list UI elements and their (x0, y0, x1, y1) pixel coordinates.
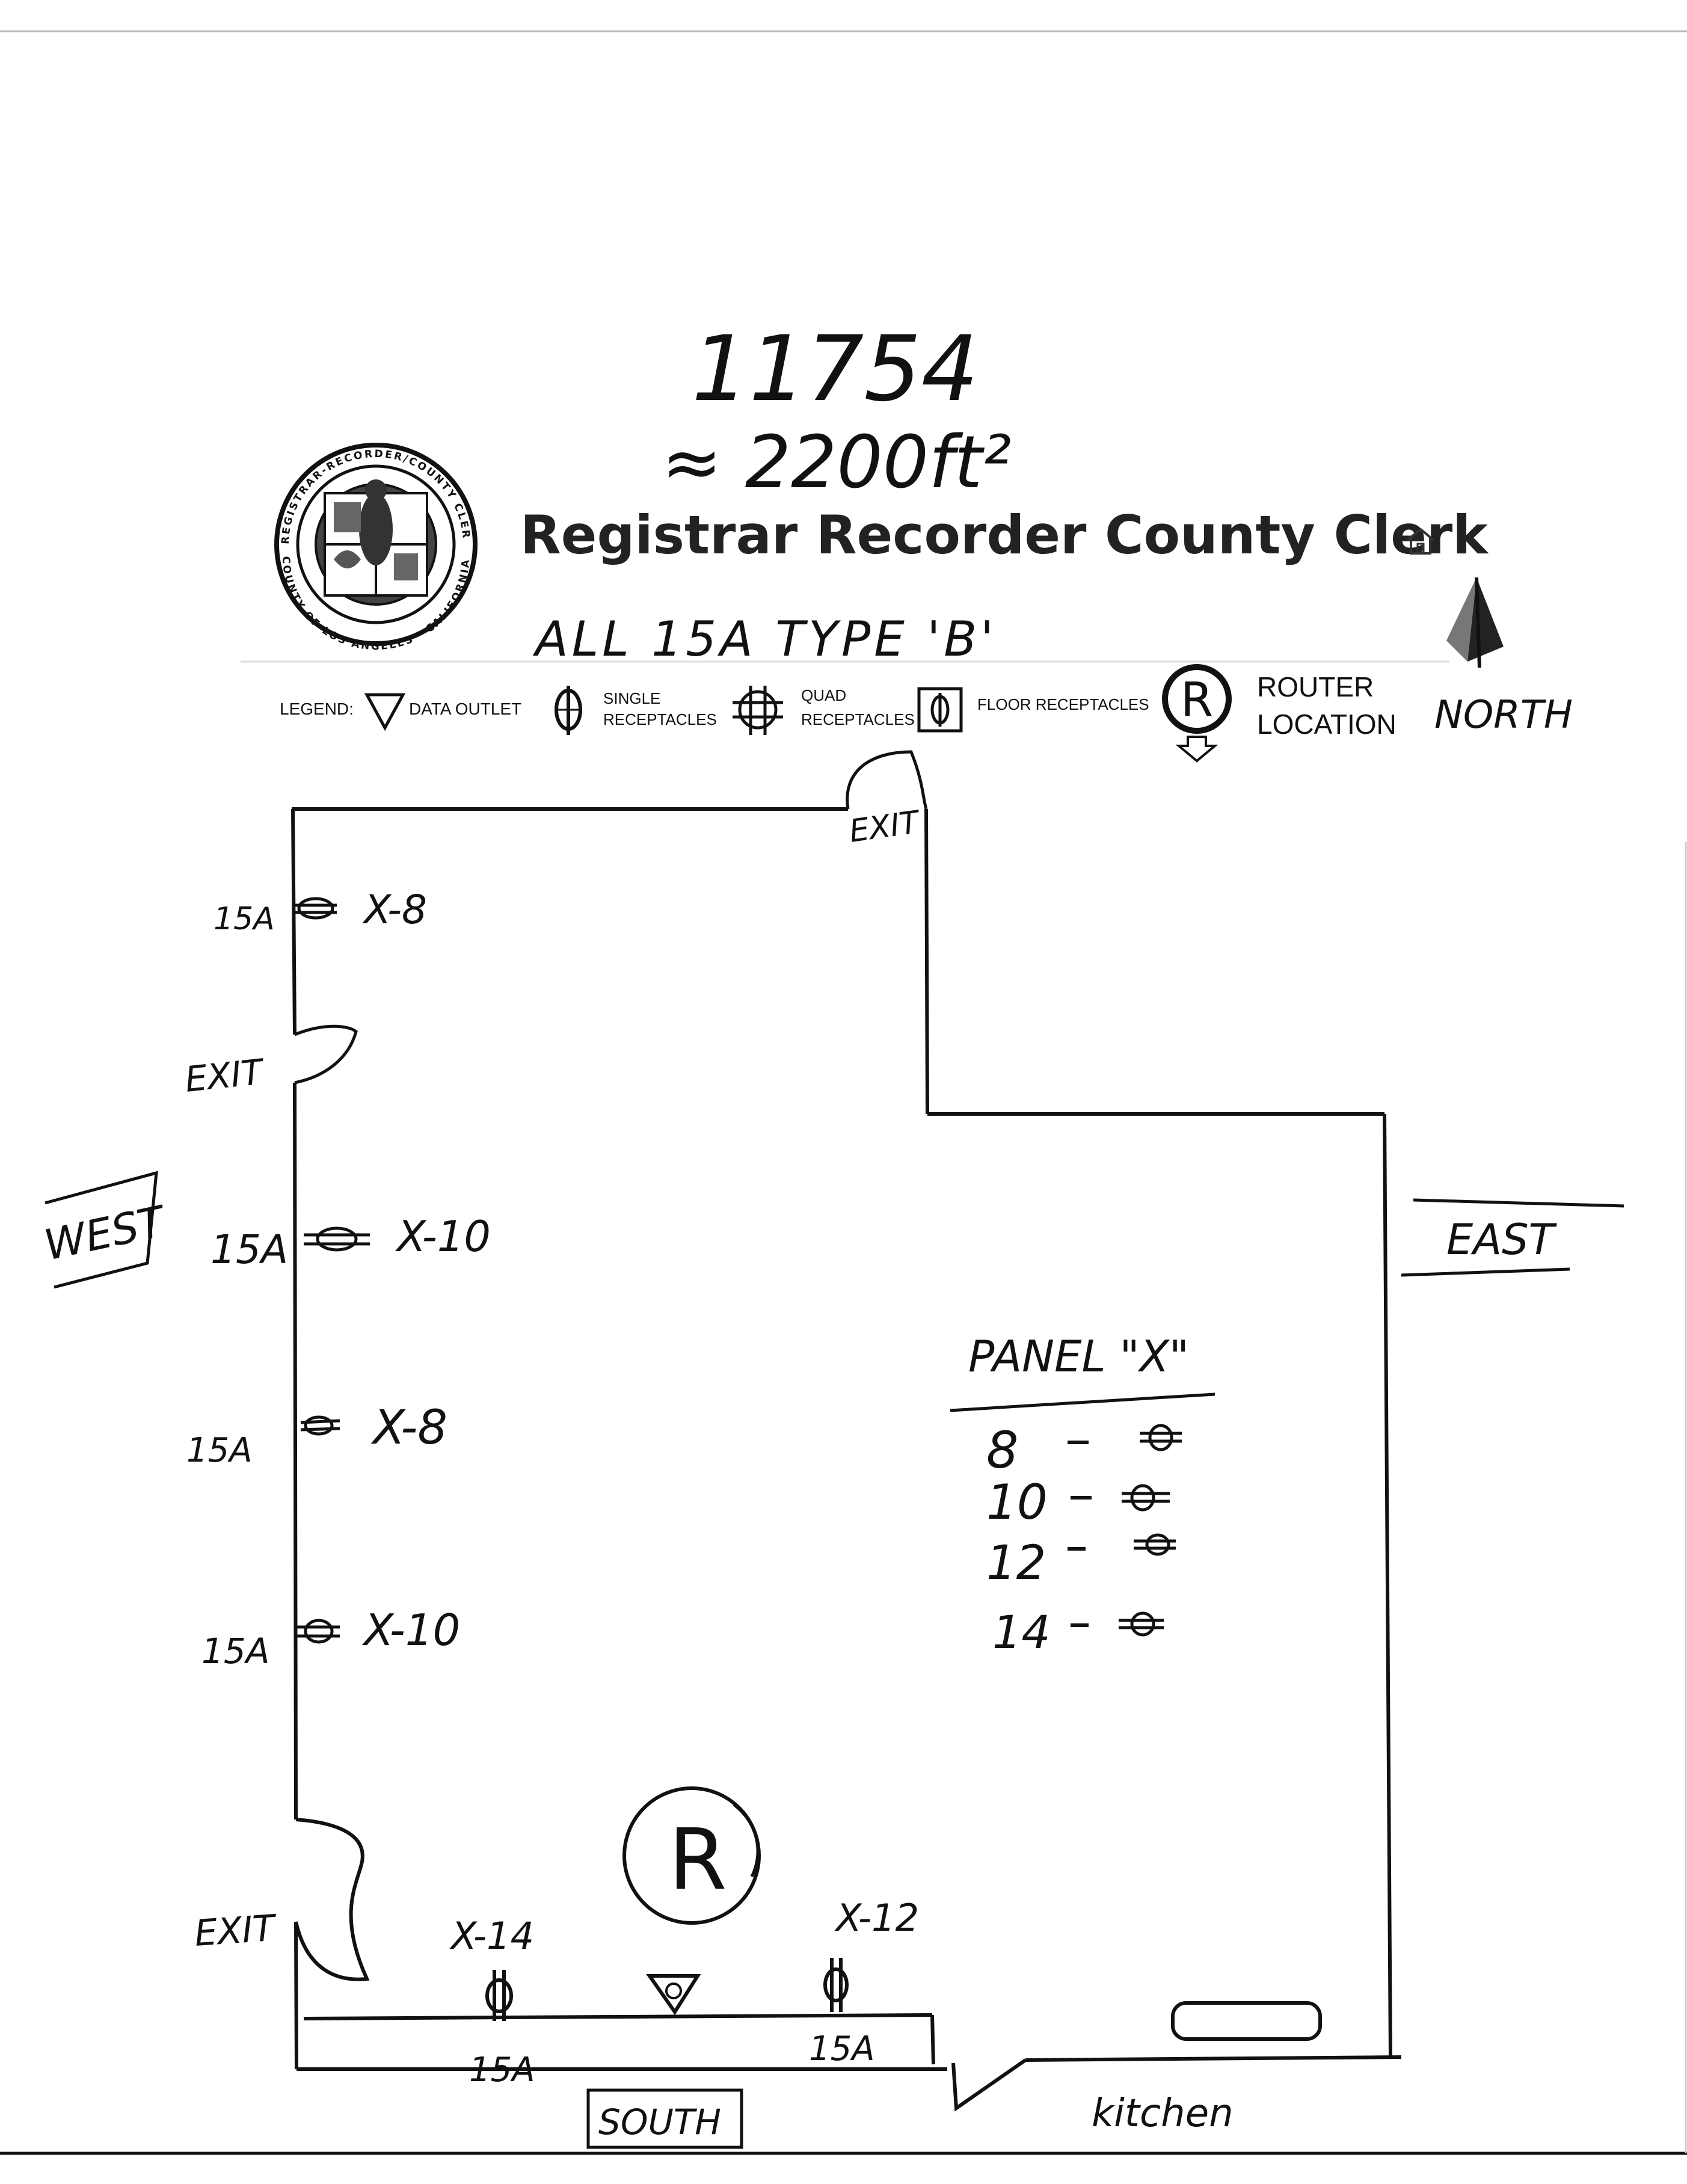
area-note: ≈ 2200ft² (662, 421, 1011, 505)
outlet-circuit: X-8 (362, 887, 427, 933)
south-label: SOUTH (598, 2102, 721, 2142)
quad-receptacle-icon (295, 1619, 340, 1644)
data-outlet-south (646, 1974, 701, 2016)
site-number: 11754 (692, 317, 979, 422)
router-label: R (668, 1811, 727, 1909)
quad-receptacle-icon (295, 897, 337, 920)
svg-text:R: R (1181, 673, 1213, 727)
north-arrow-icon (1446, 577, 1504, 668)
outlet-amp: 15A (210, 1226, 288, 1273)
panel-row-4: 14 (992, 1605, 1051, 1659)
quad-receptacle-icon (300, 1415, 340, 1436)
outlet-type-note: ALL 15A TYPE 'B' (532, 611, 997, 667)
outlet-south-1: X-14 15A (449, 1914, 535, 2090)
page-title: Registrar Recorder County Clerk (520, 504, 1489, 566)
outlet-circuit: X-10 (395, 1212, 491, 1261)
east-label: EAST (1446, 1215, 1558, 1264)
outlet-west-2: 15A X-10 (210, 1212, 491, 1273)
quad-receptacle-icon (733, 686, 783, 735)
single-receptacle-icon (823, 1958, 849, 2012)
outlet-west-1: 15A X-8 (214, 887, 427, 937)
legend-single-2: RECEPTACLES (603, 710, 717, 728)
outlet-south-2: X-12 15A (809, 1896, 919, 2069)
legend-router-2: LOCATION (1257, 709, 1397, 740)
router-location: R (622, 1786, 761, 1925)
router-location-icon: R (1162, 664, 1232, 763)
outlet-west-3: 15A X-8 (186, 1401, 447, 1470)
floor-receptacle-icon (917, 687, 963, 733)
single-receptacle-icon (555, 686, 582, 735)
outlet-amp: 15A (469, 2050, 535, 2090)
legend: LEGEND: DATA OUTLET SINGLE RECEPTACLES Q… (280, 664, 1397, 763)
panel-row-3: 12 (986, 1536, 1046, 1590)
panel-quad-receptacle-icons (1119, 1424, 1182, 1637)
south-label-box: SOUTH (586, 2088, 743, 2149)
panel-row-2: 10 (986, 1474, 1048, 1530)
outlet-circuit: X-10 (361, 1605, 460, 1655)
panel-row-1: 8 (986, 1421, 1018, 1480)
outlet-amp: 15A (809, 2029, 875, 2069)
outlet-circuit: X-8 (370, 1401, 447, 1455)
exit-north-door-icon (846, 750, 928, 810)
exit-west-lower-door-icon (294, 1818, 370, 1981)
exit-west-lower-label: EXIT (193, 1907, 278, 1955)
outlet-circuit: X-14 (449, 1914, 534, 1958)
outlet-circuit: X-12 (834, 1896, 919, 1940)
panel-dash-marks (1068, 1441, 1092, 1627)
outlet-west-4: 15A X-10 (201, 1605, 460, 1672)
legend-data-outlet: DATA OUTLET (409, 700, 521, 718)
legend-router-1: ROUTER (1257, 671, 1374, 703)
outlet-amp: 15A (201, 1631, 269, 1672)
home-icon (1406, 528, 1435, 555)
legend-single-1: SINGLE (603, 689, 660, 707)
east-label-box: EAST (1401, 1198, 1624, 1277)
kitchen-label: kitchen (1092, 2091, 1234, 2136)
panel-title: PANEL "X" (968, 1331, 1189, 1382)
floor-plan-walls (291, 807, 1402, 2112)
single-receptacle-icon (485, 1970, 513, 2021)
exit-west-upper-door-icon (294, 1024, 358, 1084)
north-label: NORTH (1434, 693, 1573, 737)
outlet-amp: 15A (186, 1431, 253, 1470)
data-outlet-icon (364, 693, 406, 731)
legend-quad-1: QUAD (801, 686, 846, 704)
legend-label: LEGEND: (280, 700, 354, 718)
outlet-amp: 15A (214, 901, 275, 937)
quad-receptacle-icon (304, 1226, 370, 1252)
exit-west-upper-label: EXIT (183, 1051, 267, 1100)
legend-floor: FLOOR RECEPTACLES (977, 695, 1149, 713)
legend-quad-2: RECEPTACLES (801, 710, 915, 728)
panel-table: PANEL "X" 8 10 12 14 (950, 1331, 1215, 1659)
